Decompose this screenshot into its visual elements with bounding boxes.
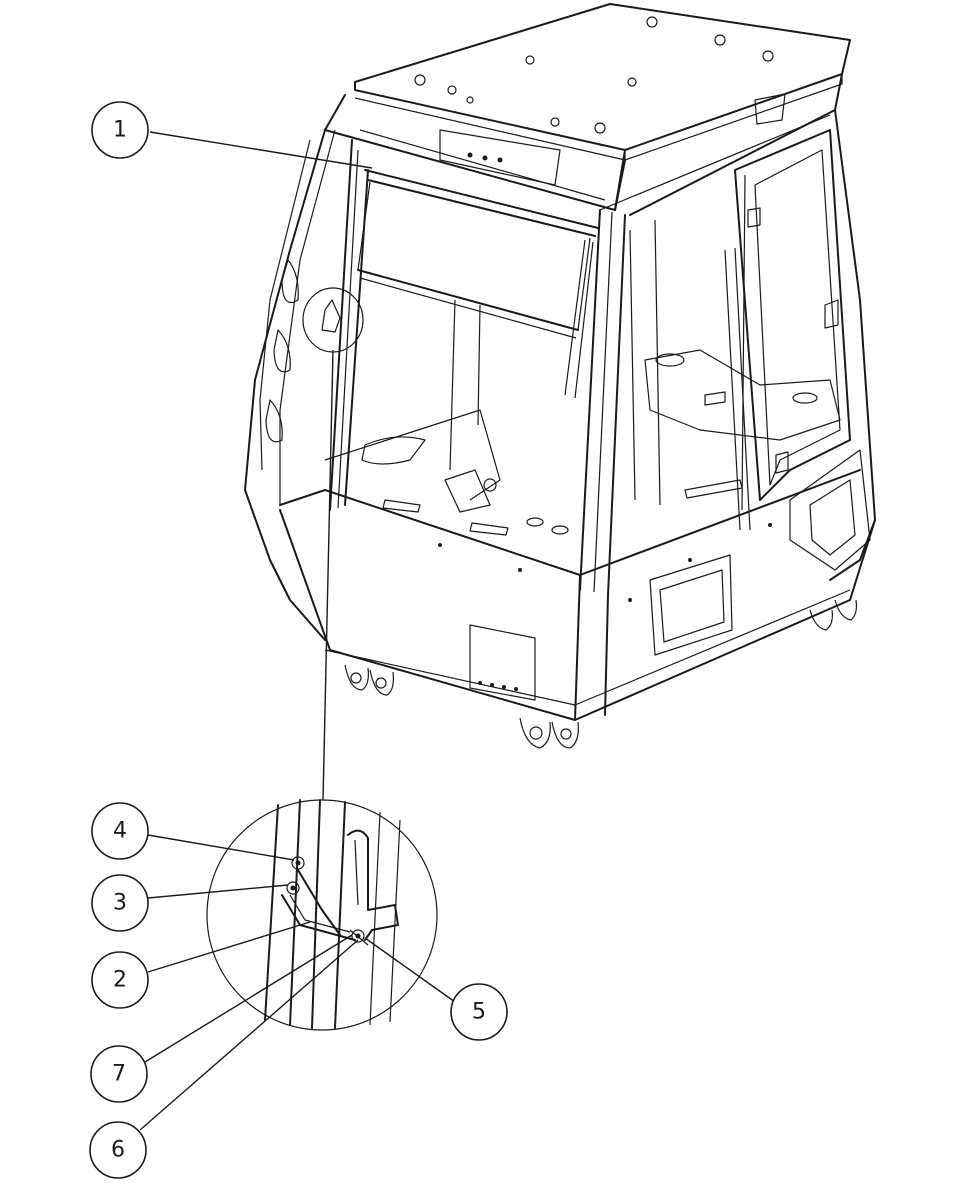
- callout-2: 2: [91, 921, 311, 1009]
- cab-roof: [354, 3, 851, 161]
- callout-7: 7: [90, 934, 353, 1103]
- cab-mounting-lugs: [344, 599, 858, 749]
- cab-front-right-pillar: [579, 209, 626, 596]
- sun-blind: [357, 169, 599, 399]
- callout-1: 1: [91, 101, 373, 169]
- detail-view: [206, 799, 438, 1031]
- callout-3-label: 3: [113, 891, 127, 916]
- cab-lower-body: [279, 469, 876, 721]
- callout-5: 5: [364, 937, 508, 1041]
- cab-right-door: [724, 129, 851, 531]
- cab-interior: [324, 219, 841, 536]
- callout-2-label: 2: [113, 968, 127, 993]
- callout-6-label: 6: [111, 1138, 125, 1163]
- callout-7-label: 7: [112, 1062, 126, 1087]
- callout-4: 4: [91, 802, 295, 861]
- callout-6: 6: [89, 939, 359, 1179]
- cab-left-side: [244, 129, 336, 641]
- cab-upper-frame: [324, 73, 843, 216]
- callout-1-label: 1: [113, 118, 127, 143]
- callout-4-label: 4: [113, 819, 127, 844]
- detail-marker: [302, 287, 364, 801]
- callout-3: 3: [91, 874, 289, 932]
- callout-5-label: 5: [472, 1000, 486, 1025]
